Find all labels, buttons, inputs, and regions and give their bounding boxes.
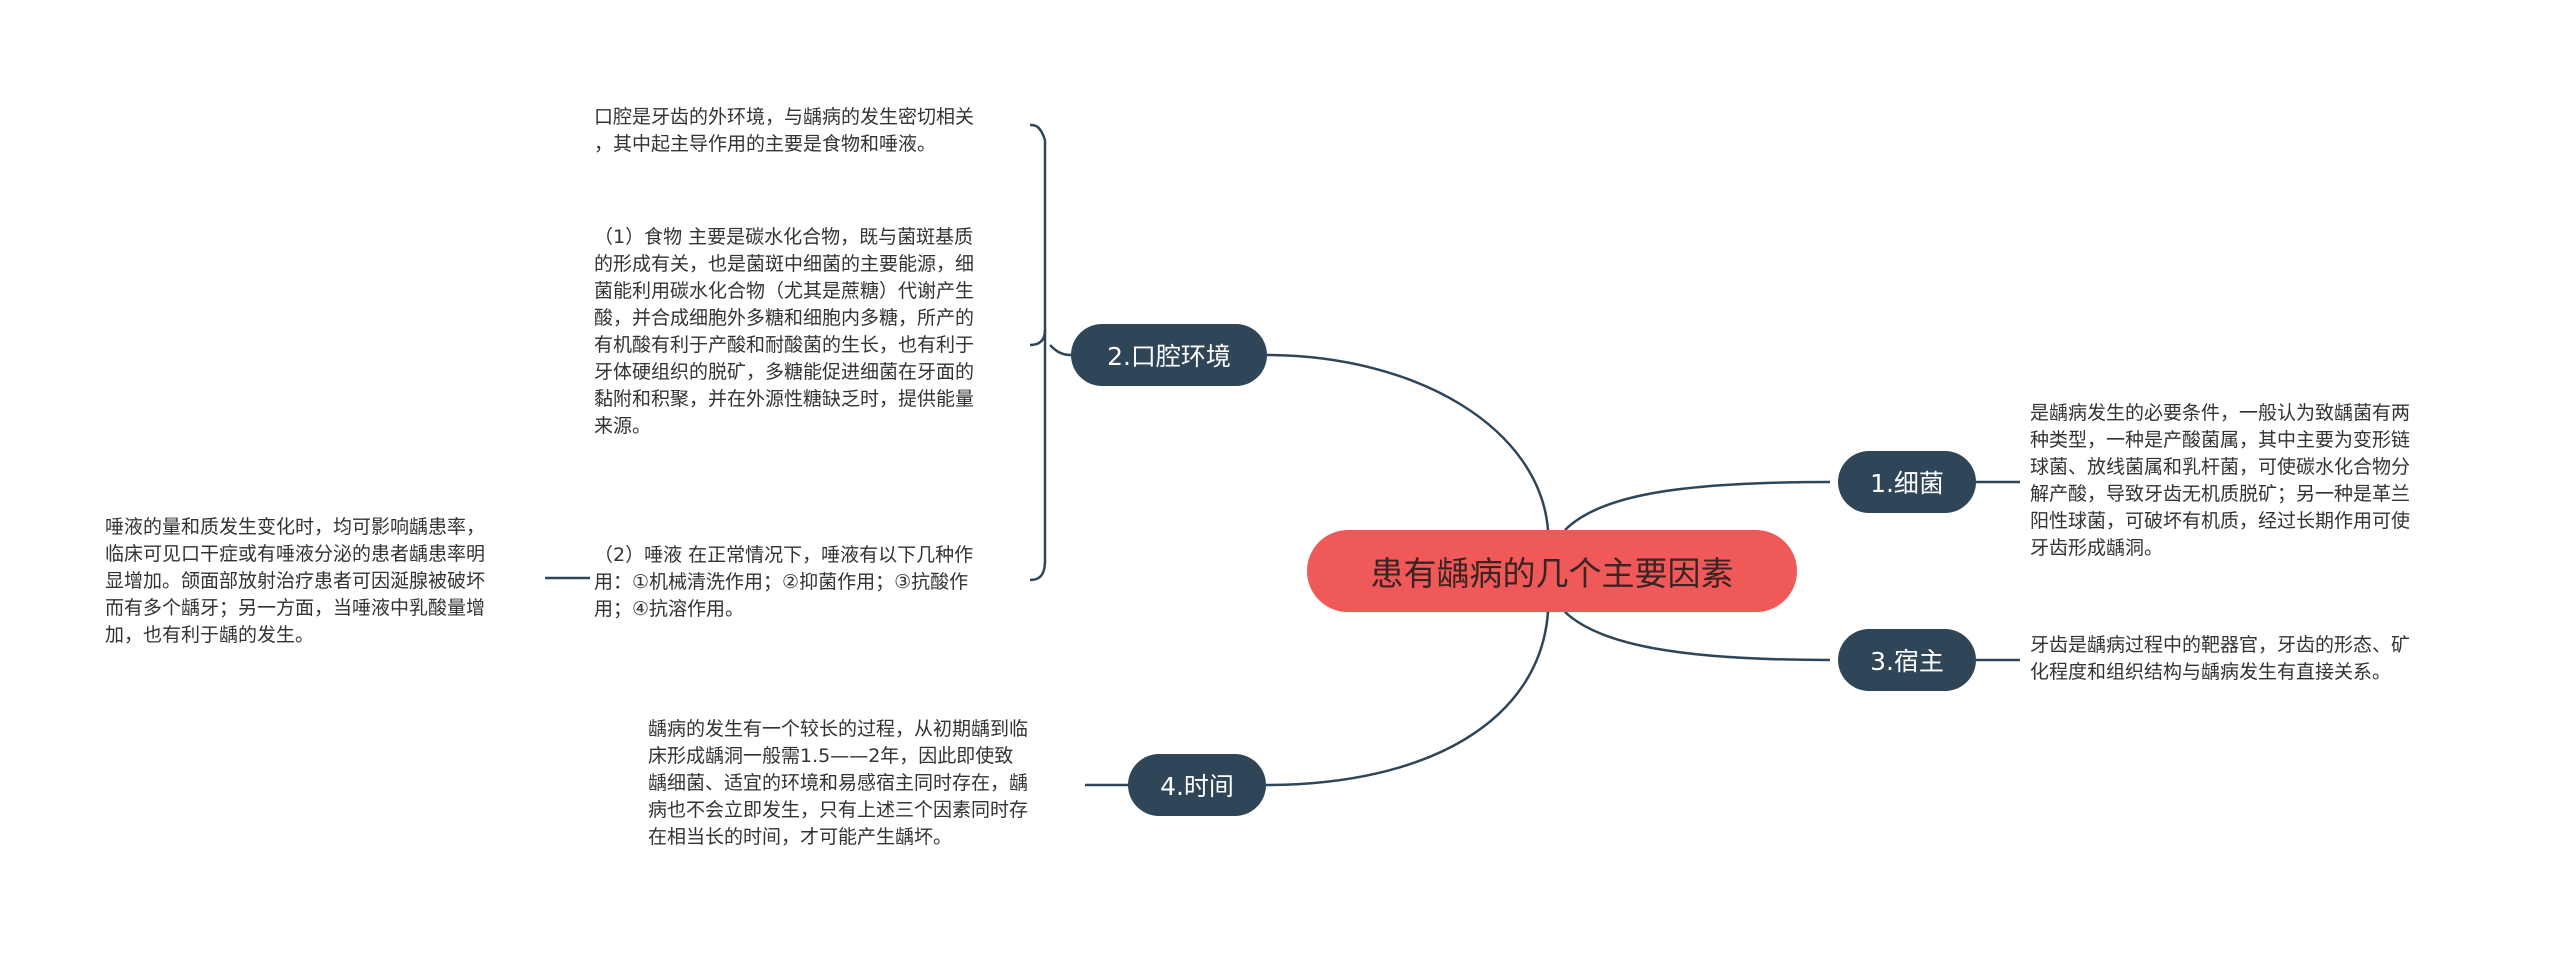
branch-oral-environment[interactable]: 2.口腔环境 xyxy=(1071,324,1267,386)
center-topic[interactable]: 患有龋病的几个主要因素 xyxy=(1307,530,1797,612)
branch-oral-environment-label: 2.口腔环境 xyxy=(1107,342,1231,371)
note-saliva-detail: 唾液的量和质发生变化时，均可影响龋患率， 临床可见口干症或有唾液分泌的患者龋患率… xyxy=(105,516,486,646)
bracket-top xyxy=(1029,123,1047,141)
branch-host-label: 3.宿主 xyxy=(1870,647,1944,676)
note-oral-intro: 口腔是牙齿的外环境，与龋病的发生密切相关 ，其中起主导作用的主要是食物和唾液。 xyxy=(594,106,975,155)
connector-center-oral xyxy=(1264,353,1550,531)
bracket-spine xyxy=(1029,140,1047,582)
connector-center-time xyxy=(1264,611,1550,787)
branch-time[interactable]: 4.时间 xyxy=(1128,754,1266,816)
branch-bacteria-label: 1.细菌 xyxy=(1870,469,1944,498)
note-oral-food: （1）食物 主要是碳水化合物，既与菌斑基质 的形成有关，也是菌斑中细菌的主要能源… xyxy=(594,226,975,437)
note-bacteria: 是龋病发生的必要条件，一般认为致龋菌有两 种类型，一种是产酸菌属，其中主要为变形… xyxy=(2030,402,2411,559)
branch-time-label: 4.时间 xyxy=(1160,772,1234,801)
connector-center-host xyxy=(1564,611,1831,662)
connector-oral-bracket xyxy=(1049,344,1072,357)
branch-bacteria[interactable]: 1.细菌 xyxy=(1838,451,1976,513)
note-oral-saliva: （2）唾液 在正常情况下，唾液有以下几种作 用：①机械清洗作用；②抑菌作用；③抗… xyxy=(594,544,974,620)
note-host: 牙齿是龋病过程中的靶器官，牙齿的形态、矿 化程度和组织结构与龋病发生有直接关系。 xyxy=(2030,634,2411,683)
note-time: 龋病的发生有一个较长的过程，从初期龋到临 床形成龋洞一般需1.5——2年，因此即… xyxy=(648,718,1029,848)
branch-host[interactable]: 3.宿主 xyxy=(1838,629,1976,691)
bracket-mid xyxy=(1029,329,1047,347)
center-topic-label: 患有龋病的几个主要因素 xyxy=(1370,554,1734,593)
connector-center-bacteria xyxy=(1564,480,1831,531)
